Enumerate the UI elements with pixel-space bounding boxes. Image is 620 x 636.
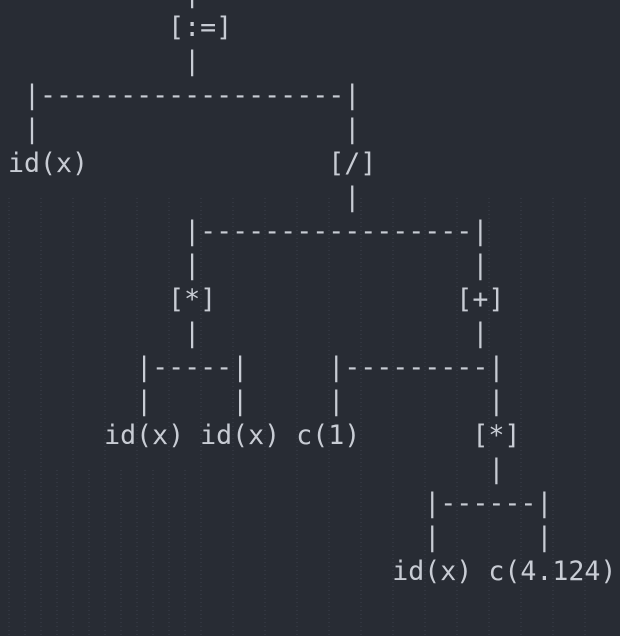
tree-line: id(x) [/] [8, 148, 377, 179]
tree-line: |-----------------| [8, 216, 489, 247]
tree-line: | [8, 454, 505, 485]
tree-line: [*] [+] [8, 284, 505, 315]
tree-line: | | [8, 522, 553, 553]
tree-line: [:=] [8, 12, 233, 43]
tree-line: | | [8, 250, 489, 281]
tree-line: | | | | [8, 386, 505, 417]
tree-line: |-------------------| [8, 80, 361, 111]
tree-line: |-----| |---------| [8, 352, 505, 383]
syntax-tree: | [:=] | |-------------------| | |id(x) … [8, 0, 616, 589]
tree-line: | [8, 46, 201, 77]
tree-line: | | [8, 114, 361, 145]
tree-line: id(x) id(x) c(1) [*] [8, 420, 521, 451]
tree-line: | [8, 182, 361, 213]
tree-line: | [8, 0, 616, 11]
tree-line: id(x) c(4.124) [8, 556, 617, 587]
tree-line: | | [8, 318, 489, 349]
tree-line: |------| [8, 488, 553, 519]
